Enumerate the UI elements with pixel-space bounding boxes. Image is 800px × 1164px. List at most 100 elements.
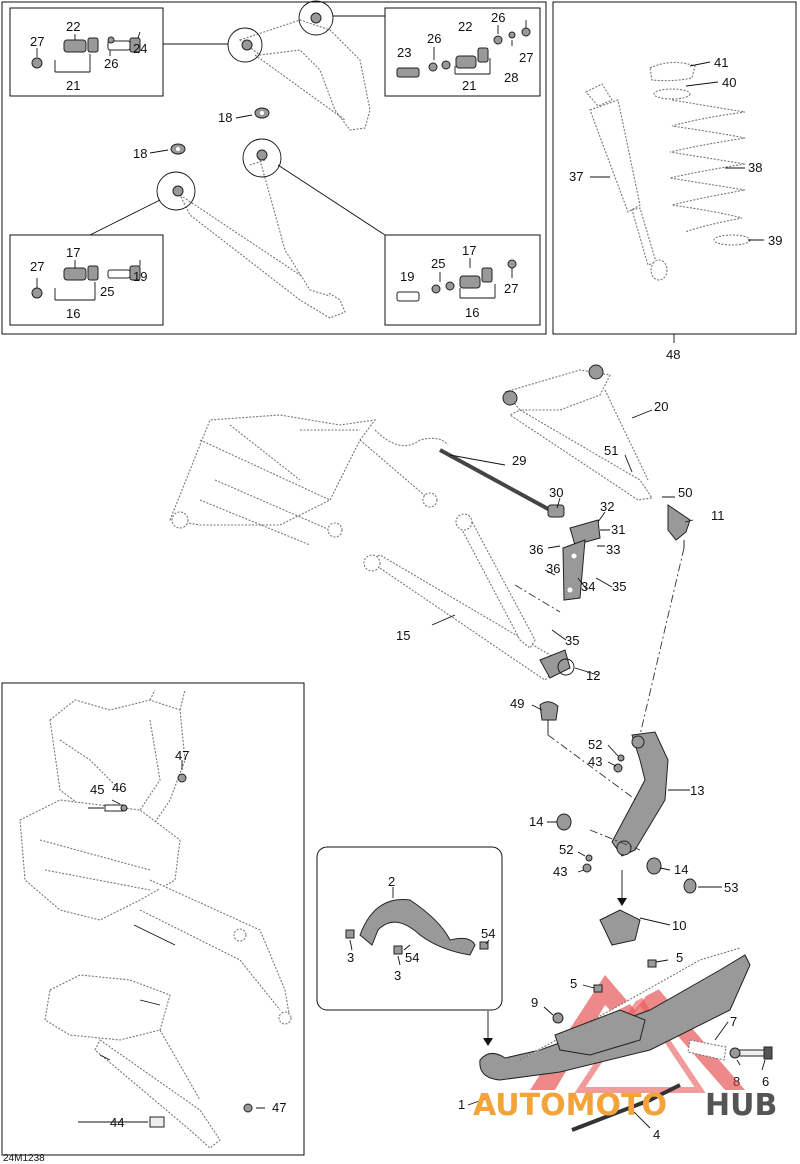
- label: 21: [66, 78, 80, 93]
- diagram-code: 24M1238: [3, 1153, 45, 1164]
- label: 49: [510, 696, 524, 711]
- label: 33: [606, 542, 620, 557]
- washer-18-left: [170, 143, 186, 155]
- circlip: [557, 658, 575, 676]
- label: 6: [762, 1074, 769, 1089]
- handle-bolt-3a: [345, 929, 355, 939]
- ski-handle: [359, 898, 476, 956]
- washer-18-top: [254, 107, 270, 119]
- main-exploded-view: 20 29 51 50 30 32 11 31 36 33 36 34 35 1…: [169, 364, 769, 1142]
- label: 15: [396, 628, 410, 643]
- label: 10: [672, 918, 686, 933]
- ski-bolt-6: [737, 1046, 773, 1060]
- label: 54: [405, 950, 419, 965]
- label: 34: [581, 579, 595, 594]
- shock-absorber-panel: 41 40 37 38 39 48: [552, 1, 797, 362]
- label: 3: [394, 968, 401, 983]
- handle-bolt-54: [479, 941, 489, 950]
- label: 18: [218, 110, 232, 125]
- label: 39: [768, 233, 782, 248]
- label: 27: [30, 259, 44, 274]
- label: 17: [66, 245, 80, 260]
- label: 45: [90, 782, 104, 797]
- frame-labels: 47 45 46 44 47: [90, 748, 286, 1130]
- label: 52: [559, 842, 573, 857]
- label: 4: [653, 1127, 660, 1142]
- main-labels: 20 29 51 50 30 32 11 31 36 33 36 34 35 1…: [396, 399, 769, 1142]
- bushing-14-a: [556, 813, 572, 831]
- label: 1: [458, 1097, 465, 1112]
- label: 17: [462, 243, 476, 258]
- label: 27: [504, 281, 518, 296]
- detail-box-upper-right: [333, 7, 541, 97]
- label: 43: [588, 754, 602, 769]
- label: 25: [431, 256, 445, 271]
- labels-lower-right: 17 19 25 27 16: [400, 243, 518, 320]
- label: 52: [588, 737, 602, 752]
- ski-handle-inset: 2 54 3 54 3: [316, 846, 503, 1011]
- label: 19: [133, 269, 147, 284]
- bolt-5-a: [593, 984, 603, 993]
- ball-joint-lower: [539, 701, 559, 735]
- spindle: [611, 731, 669, 857]
- label: 37: [569, 169, 583, 184]
- label: 27: [519, 50, 533, 65]
- label: 29: [512, 453, 526, 468]
- upper-a-arm-drawing: [227, 0, 371, 131]
- detail-box-lower-left: [9, 199, 164, 326]
- label: 35: [612, 579, 626, 594]
- shock-body: [585, 83, 668, 281]
- label: 28: [504, 70, 518, 85]
- label: 18: [133, 146, 147, 161]
- label: 19: [400, 269, 414, 284]
- label: 36: [529, 542, 543, 557]
- frame-hardware: [104, 773, 253, 1128]
- shock-spring: [669, 99, 746, 233]
- nut-43-b: [582, 854, 593, 873]
- label: 14: [674, 862, 688, 877]
- label: 5: [676, 950, 683, 965]
- label: 43: [553, 864, 567, 879]
- upper-a-arm: [502, 364, 653, 501]
- label: 44: [110, 1115, 124, 1130]
- label: 5: [570, 976, 577, 991]
- detail-box-upper-left: [9, 7, 228, 97]
- label: 47: [175, 748, 189, 763]
- spring-collar: [649, 61, 696, 100]
- label: 16: [465, 305, 479, 320]
- labels-lower-left: 27 17 19 25 16: [30, 245, 147, 321]
- label: 14: [529, 814, 543, 829]
- label: 22: [66, 19, 80, 34]
- ski-body: [479, 954, 751, 1081]
- ski-runner: [571, 1083, 681, 1132]
- ski-saddle: [554, 1009, 646, 1056]
- watermark-text-primary: AUTOMOTO: [473, 1088, 667, 1123]
- label: 40: [722, 75, 736, 90]
- label: 26: [104, 56, 118, 71]
- mount-bracket: [562, 519, 601, 601]
- ball-joint-upper: [667, 504, 691, 548]
- tie-rod-end: [547, 504, 565, 518]
- ski-assembly: AUTOMOTO HUB: [467, 909, 777, 1132]
- washer-8: [729, 1047, 741, 1059]
- washer-9: [552, 1012, 564, 1024]
- lower-a-arm-drawing: [156, 138, 346, 319]
- nut-43-a: [613, 754, 625, 773]
- bushing-14-b: [646, 857, 662, 875]
- label: 11: [711, 508, 725, 523]
- label: 53: [724, 880, 738, 895]
- label: 50: [678, 485, 692, 500]
- a-arm-bushing-panel: 27 22 24 26 21 22 26 26 23 27 28 21 27 1…: [1, 0, 547, 335]
- label: 32: [600, 499, 614, 514]
- chassis-frame-drawing: [169, 414, 449, 546]
- label: 31: [611, 522, 625, 537]
- ski-handle-10: [599, 909, 641, 946]
- label: 46: [112, 780, 126, 795]
- label: 13: [690, 783, 704, 798]
- label: 38: [748, 160, 762, 175]
- label: 25: [100, 284, 114, 299]
- frame-drawing: [19, 689, 292, 1149]
- label: 35: [565, 633, 579, 648]
- labels-upper-right: 22 26 26 23 27 28 21: [397, 10, 533, 93]
- inset-labels: 2 54 3 54 3: [347, 874, 495, 983]
